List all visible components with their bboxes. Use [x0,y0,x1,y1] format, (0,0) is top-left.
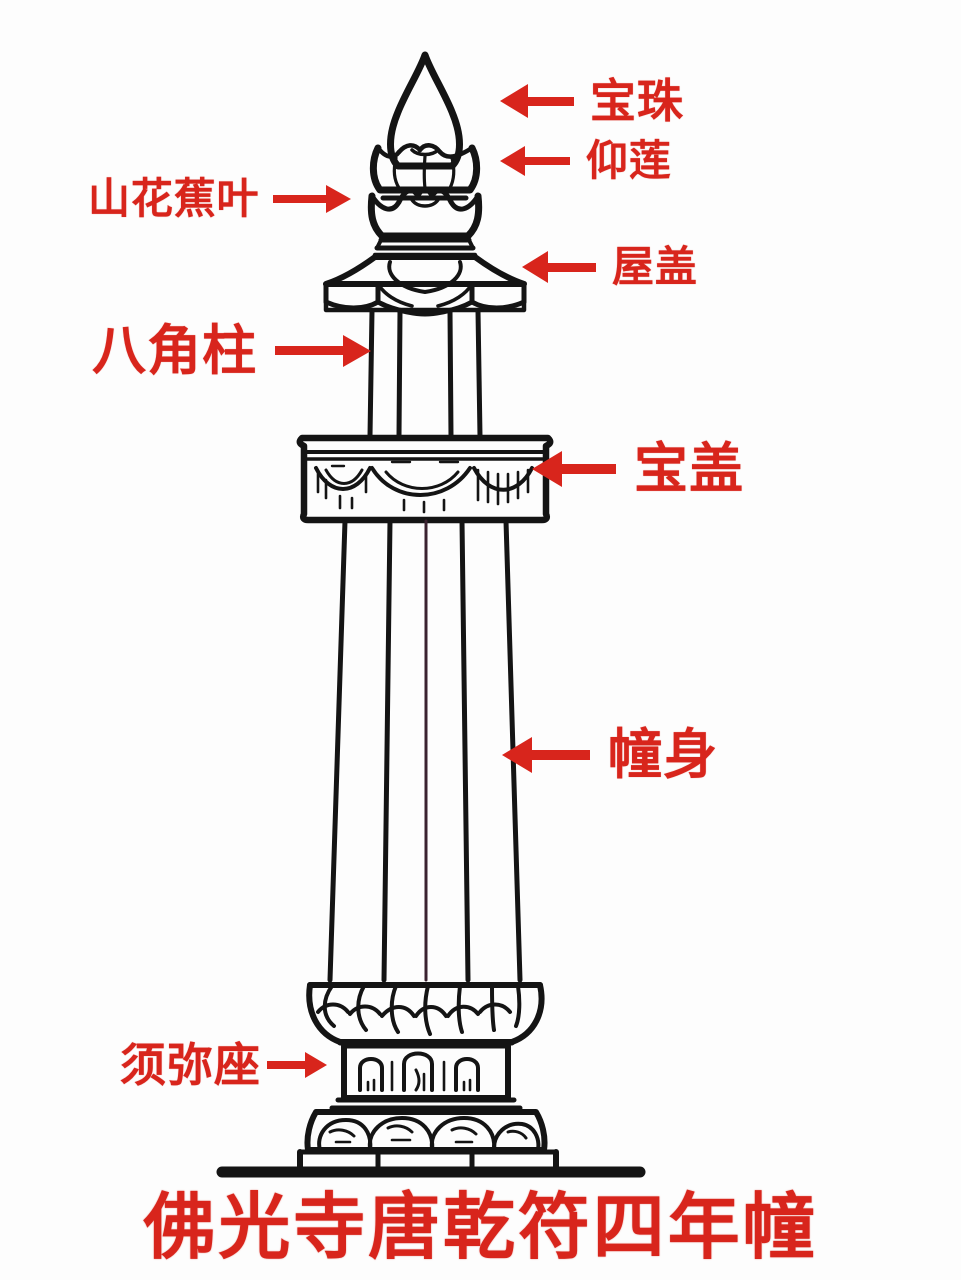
part-xumizuo-waist [329,1043,523,1111]
annotation-yanglian[interactable]: 仰莲 [500,140,672,182]
annotation-label-baogai: 宝盖 [634,439,745,499]
annotation-shanhua-jiaoye[interactable]: 山花蕉叶 [88,175,352,222]
arrow-left-icon [500,84,574,118]
annotation-baogai[interactable]: 宝盖 [532,442,744,496]
part-bajiaozhu [367,308,483,439]
arrow-left-icon [532,451,616,487]
arrow-left-icon [502,737,590,773]
arrow-left-icon [522,251,596,283]
part-wugai [323,254,527,317]
arrow-right-icon [273,185,352,213]
annotation-bajiaozhu[interactable]: 八角柱 [92,321,372,381]
annotation-label-shanhua-jiaoye: 山花蕉叶 [88,175,260,222]
annotation-chuangshen[interactable]: 幢身 [502,728,718,782]
arrow-right-icon [275,335,372,367]
annotation-label-baozhu: 宝珠 [590,75,684,127]
part-base-relief [304,1109,548,1153]
annotation-label-chuangshen: 幢身 [608,725,719,785]
annotation-label-bajiaozhu: 八角柱 [92,321,258,381]
part-baogai [296,434,554,524]
annotation-wugai[interactable]: 屋盖 [522,246,698,288]
annotation-label-yanglian: 仰莲 [586,137,672,184]
annotation-label-xumizuo: 须弥座 [120,1039,261,1091]
part-chuangshen [327,518,523,983]
part-fulian [306,982,545,1046]
annotation-label-wugai: 屋盖 [612,243,698,290]
arrow-right-icon [266,1052,327,1078]
arrow-left-icon [500,146,570,176]
part-collar [372,237,478,258]
annotation-xumizuo[interactable]: 须弥座 [120,1042,327,1088]
part-shanhua-jiaoye [367,187,483,240]
figure-caption: 佛光寺唐乾符四年幢 [143,1188,818,1268]
annotation-baozhu[interactable]: 宝珠 [500,78,684,124]
